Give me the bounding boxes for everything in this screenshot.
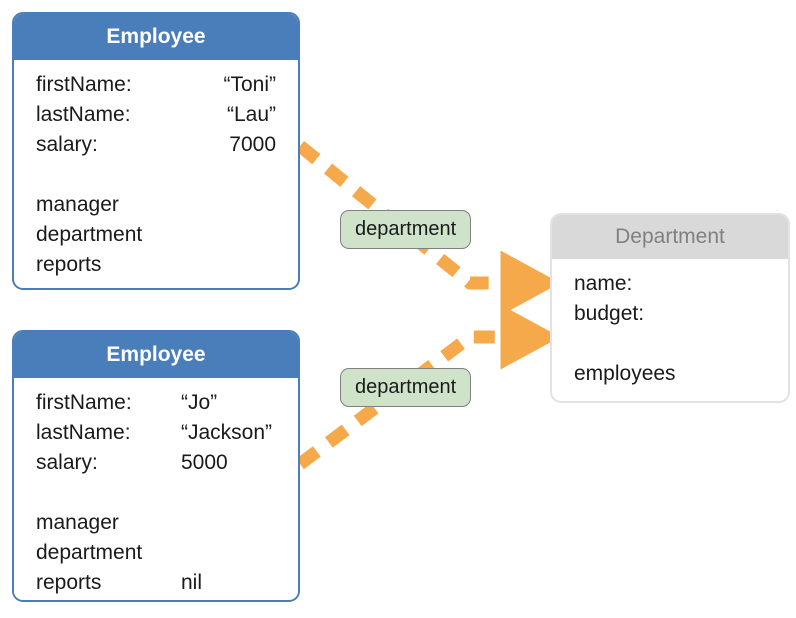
relation-key: reports [36, 571, 102, 594]
connection-toni-department [295, 140, 561, 316]
relation-key: employees [574, 362, 676, 385]
relation-row: manager [14, 190, 298, 220]
attribute-row: salary: 5000 [14, 448, 298, 478]
relation-row: reports nil [14, 568, 298, 598]
object-box-employee-jo[interactable]: Employee firstName: “Jo” lastName: “Jack… [12, 330, 300, 602]
attribute-value: 5000 [181, 451, 228, 474]
relation-row: department [14, 538, 298, 568]
attribute-key: lastName: [36, 103, 131, 126]
object-box-department[interactable]: Department name: budget: employees [550, 213, 790, 403]
attribute-separator [14, 478, 298, 508]
attribute-row: name: [552, 269, 788, 299]
attribute-row: lastName: “Jackson” [14, 418, 298, 448]
attribute-value: 7000 [229, 133, 276, 156]
attribute-key: salary: [36, 133, 98, 156]
attribute-separator [14, 160, 298, 190]
attribute-row: salary: 7000 [14, 130, 298, 160]
relation-row: department [14, 220, 298, 250]
relation-key: manager [36, 193, 119, 216]
object-title-department: Department [552, 215, 788, 259]
attribute-separator [552, 329, 788, 359]
object-title-employee-jo: Employee [14, 332, 298, 378]
attribute-key: salary: [36, 451, 98, 474]
relation-row: manager [14, 508, 298, 538]
relation-row: employees [552, 359, 788, 389]
relation-key: department [36, 223, 143, 246]
attribute-value: “Toni” [223, 73, 276, 96]
attribute-key: lastName: [36, 421, 131, 444]
relation-value: nil [181, 571, 203, 594]
relation-key: reports [36, 253, 102, 276]
attribute-value: “Lau” [226, 103, 276, 126]
attribute-key: name: [574, 272, 633, 295]
attribute-key: firstName: [36, 391, 132, 414]
attribute-row: firstName: “Toni” [14, 70, 298, 100]
attribute-row: firstName: “Jo” [14, 388, 298, 418]
relation-key: manager [36, 511, 119, 534]
connection-jo-department [296, 304, 561, 470]
attribute-key: budget: [574, 302, 645, 325]
relation-key: department [36, 541, 143, 564]
attribute-row: budget: [552, 299, 788, 329]
attribute-key: firstName: [36, 73, 132, 96]
object-body-department: name: budget: employees [552, 259, 788, 389]
relation-label-jo-department[interactable]: department [340, 368, 472, 407]
relation-label-toni-department[interactable]: department [340, 210, 472, 249]
attribute-value: “Jo” [181, 391, 218, 414]
object-body-employee-jo: firstName: “Jo” lastName: “Jackson” sala… [14, 378, 298, 598]
attribute-row: lastName: “Lau” [14, 100, 298, 130]
object-title-employee-toni: Employee [14, 14, 298, 60]
object-body-employee-toni: firstName: “Toni” lastName: “Lau” salary… [14, 60, 298, 280]
relation-row: reports [14, 250, 298, 280]
attribute-value: “Jackson” [181, 421, 273, 444]
object-box-employee-toni[interactable]: Employee firstName: “Toni” lastName: “La… [12, 12, 300, 290]
